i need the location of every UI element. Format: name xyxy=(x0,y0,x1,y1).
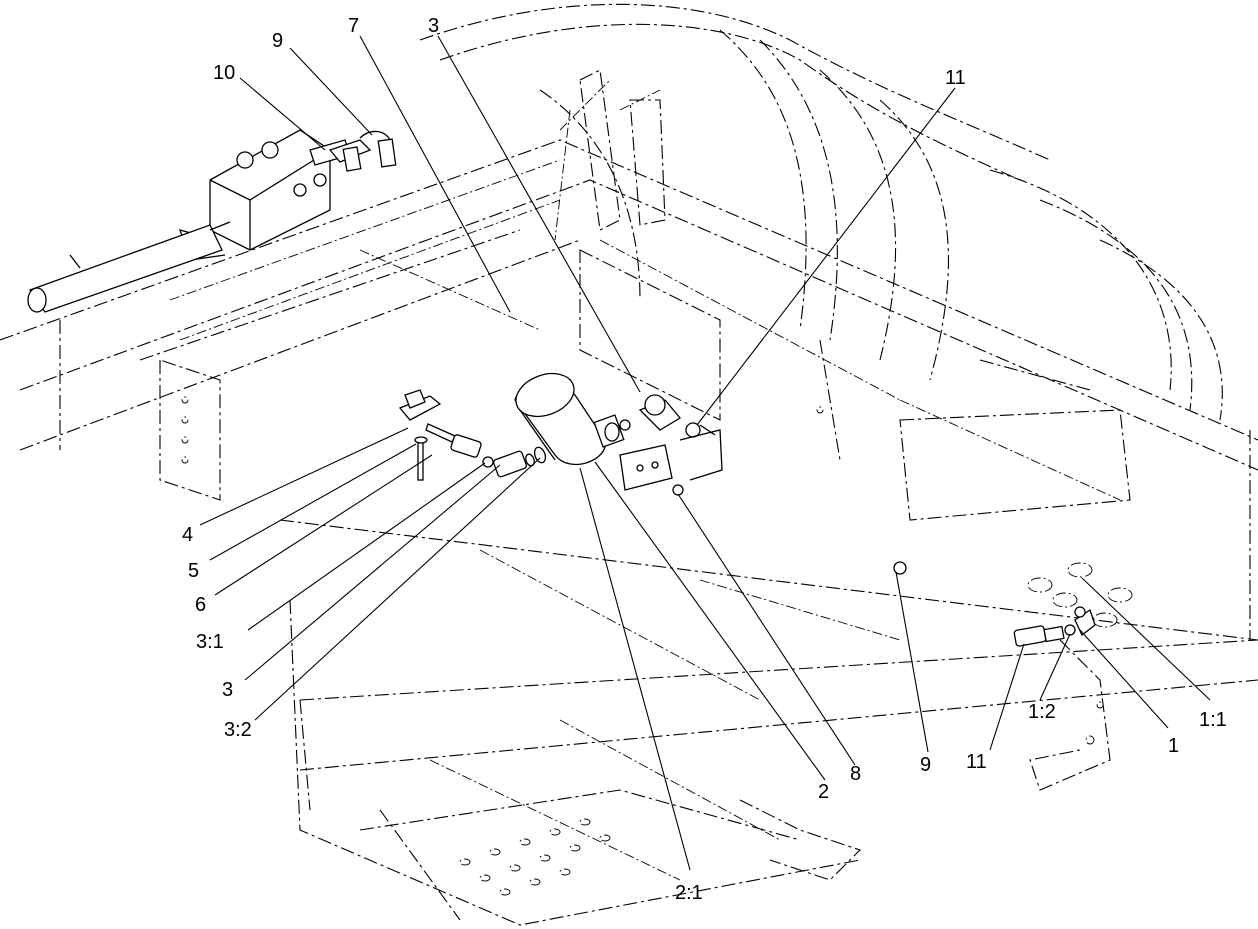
callout-label: 9 xyxy=(920,754,931,776)
outlet-fittings-right xyxy=(893,561,1096,647)
callout-label: 10 xyxy=(213,62,235,84)
callout-label: 1 xyxy=(1168,735,1179,757)
callout-label: 1:2 xyxy=(1028,701,1056,723)
callout-label: 7 xyxy=(348,15,359,37)
callout-label: 3:1 xyxy=(196,631,224,653)
hydraulic-cylinder xyxy=(27,221,231,313)
callout-label: 11 xyxy=(966,751,987,773)
inlet-fittings xyxy=(398,389,547,481)
hose-fitting-9 xyxy=(328,130,397,172)
callout-label: 2:1 xyxy=(675,882,703,904)
floor-plate-holes xyxy=(459,818,611,896)
callout-label: 1:1 xyxy=(1199,709,1227,731)
callout-label: 3:2 xyxy=(224,719,252,741)
callout-label: 3 xyxy=(428,15,439,37)
callout-label: 6 xyxy=(195,594,206,616)
callout-label: 9 xyxy=(272,30,283,52)
callout-label: 2 xyxy=(818,781,829,803)
valve-block-assembly xyxy=(178,129,351,261)
callout-label: 4 xyxy=(182,524,193,546)
callout-labels: 10 9 7 3 11 4 5 6 3:1 3 3:2 2:1 2 8 9 11… xyxy=(182,15,1227,904)
callout-label: 5 xyxy=(188,560,199,582)
callout-label: 3 xyxy=(222,679,233,701)
filter-assembly xyxy=(514,372,723,496)
callout-label: 8 xyxy=(850,763,861,785)
callout-label: 11 xyxy=(945,67,966,89)
phantom-frame xyxy=(0,3,1258,926)
leader-lines xyxy=(199,35,1211,871)
